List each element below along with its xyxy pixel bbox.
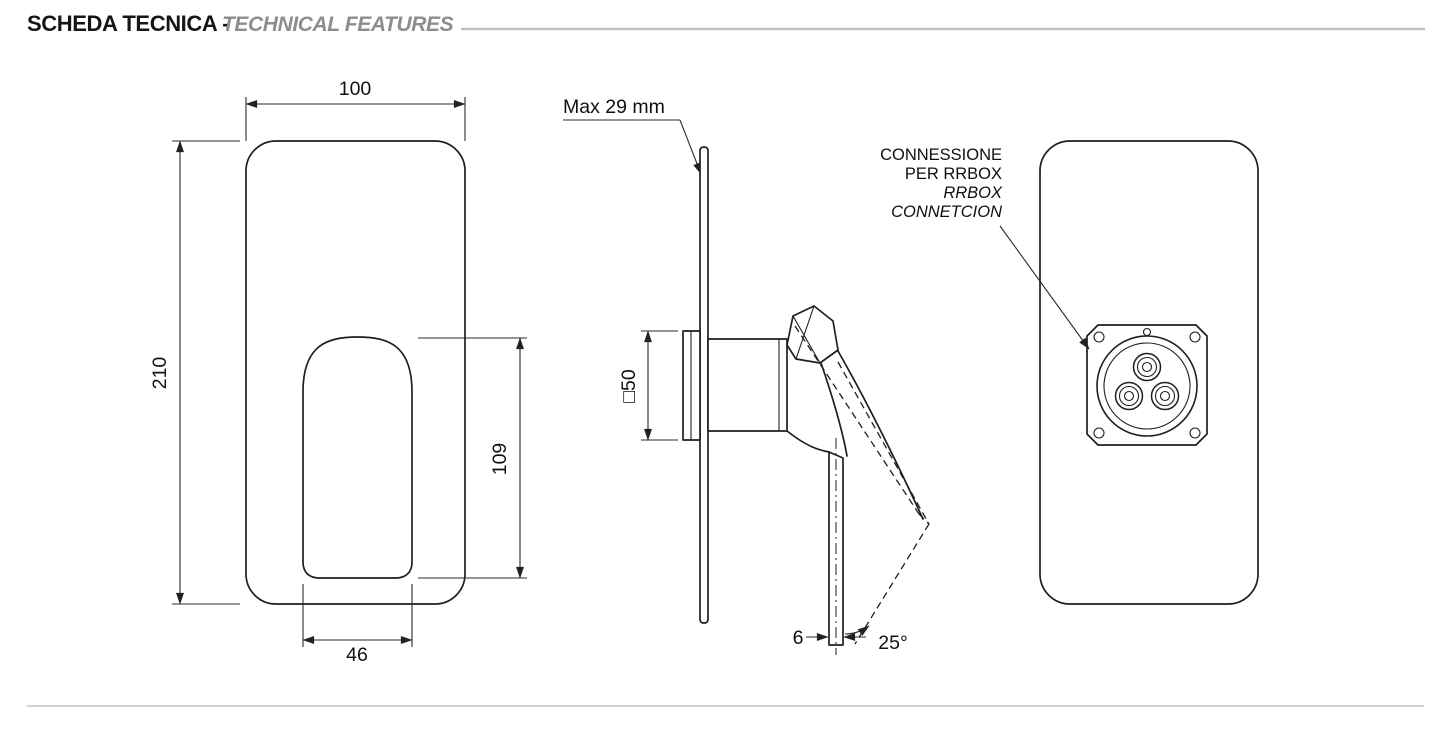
back-view: CONNESSIONE PER RRBOX RRBOX CONNETCION <box>880 140 1259 605</box>
back-port-left <box>1114 381 1144 411</box>
front-view: 100 210 109 46 <box>149 78 527 666</box>
dim-46-label: 46 <box>346 644 368 666</box>
back-body-circle-outer <box>1096 335 1198 437</box>
side-lever-phantom-tilted <box>854 523 930 645</box>
rrbox-annotation-line-4: CONNETCION <box>891 203 1002 221</box>
side-plate-outline <box>699 146 709 624</box>
side-body-to-lever-curve <box>786 430 830 453</box>
back-port-left-mid <box>1118 385 1140 407</box>
dim-210-label: 210 <box>149 357 171 390</box>
back-port-right-center <box>1159 390 1171 402</box>
back-flange-screw-hole-br <box>1189 427 1201 439</box>
back-port-right-outer <box>1150 381 1180 411</box>
side-handle-knob <box>786 305 839 364</box>
dim-25deg-arc <box>844 625 870 636</box>
back-port-top-center <box>1141 361 1153 373</box>
rrbox-annotation-leader <box>999 225 1090 350</box>
back-port-top-mid <box>1136 356 1158 378</box>
side-blade-phantom-lower <box>837 361 930 525</box>
back-port-top <box>1132 352 1162 382</box>
back-flange-screw-hole-tl <box>1093 331 1105 343</box>
side-handle-facet-line-2 <box>795 305 815 360</box>
page-title-secondary: TECHNICAL FEATURES <box>222 13 454 36</box>
side-view: Max 29 mm □50 6 <box>563 96 930 655</box>
back-port-right <box>1150 381 1180 411</box>
dim-6-label: 6 <box>793 627 804 649</box>
header: SCHEDA TECNICA - TECHNICAL FEATURES <box>27 11 1426 36</box>
back-port-top-outer <box>1132 352 1162 382</box>
side-blade-phantom-tip <box>918 513 930 525</box>
dim-25deg-label: 25° <box>878 632 908 654</box>
rrbox-annotation-line-3: RRBOX <box>943 184 1003 202</box>
dim-max29-leader <box>679 119 702 175</box>
rrbox-annotation-line-1: CONNESSIONE <box>880 146 1002 164</box>
dim-109-label: 109 <box>489 443 511 476</box>
side-blade-phantom-upper <box>794 325 920 515</box>
side-blade-upper-edge <box>837 350 924 520</box>
dim-max29-label: Max 29 mm <box>563 96 665 118</box>
back-flange-screw-hole-bl <box>1093 427 1105 439</box>
side-body-outline <box>707 338 788 432</box>
side-handle-facet-line-1 <box>792 315 821 364</box>
dim-100-label: 100 <box>339 78 372 100</box>
side-blade-lower-edge <box>820 362 848 457</box>
back-port-left-outer <box>1114 381 1144 411</box>
back-body-circle-inner <box>1103 342 1191 430</box>
rrbox-annotation-line-2: PER RRBOX <box>905 165 1002 183</box>
rrbox-annotation: CONNESSIONE PER RRBOX RRBOX CONNETCION <box>880 146 1090 350</box>
front-handle-outline <box>302 336 413 579</box>
back-port-right-mid <box>1154 385 1176 407</box>
back-flange-screw-hole-tr <box>1189 331 1201 343</box>
back-port-left-center <box>1123 390 1135 402</box>
dim-50-label: □50 <box>618 369 640 403</box>
page-title-primary: SCHEDA TECNICA - <box>27 11 229 36</box>
